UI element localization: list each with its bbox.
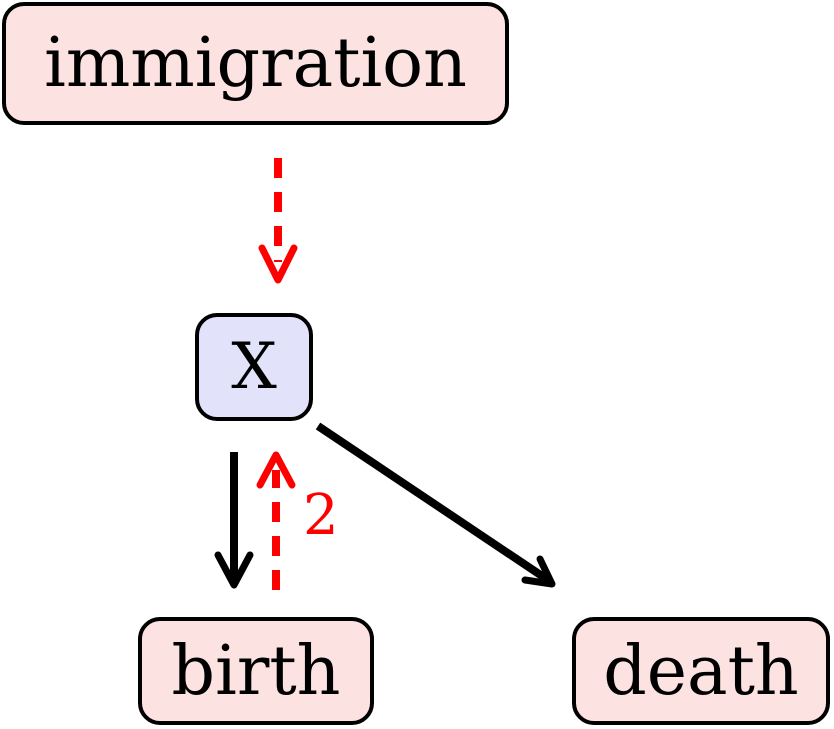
edge-x-to-death-line	[315, 422, 551, 584]
edge-immigration-to-x	[258, 158, 298, 284]
node-death-label: death	[603, 631, 799, 711]
node-immigration-label: immigration	[44, 24, 467, 103]
node-x-label: X	[231, 330, 277, 404]
edge-label-stoichiometry: 2	[303, 483, 339, 548]
arrowhead-icon	[214, 551, 254, 589]
node-birth: birth	[138, 617, 374, 725]
edge-x-to-death	[315, 422, 556, 588]
node-death: death	[572, 617, 830, 725]
arrowhead-icon	[258, 244, 298, 284]
edge-x-to-birth	[214, 452, 254, 589]
arrowhead-icon	[256, 451, 296, 489]
arrowhead-icon	[521, 555, 556, 588]
node-birth-label: birth	[171, 631, 341, 711]
node-x: X	[195, 313, 313, 421]
node-immigration: immigration	[2, 2, 509, 125]
edge-birth-to-x	[256, 451, 296, 590]
